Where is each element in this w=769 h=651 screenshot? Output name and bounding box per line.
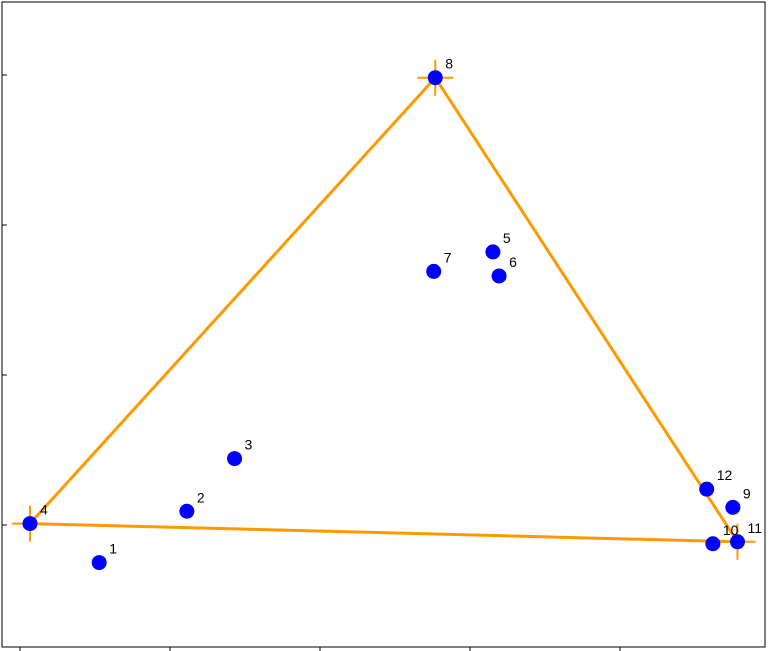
hull-outline	[28, 76, 739, 544]
point-label: 10	[723, 522, 739, 538]
y-axis-ticks	[2, 74, 7, 526]
data-point	[725, 499, 741, 515]
data-point	[227, 451, 243, 467]
point-label: 9	[743, 485, 751, 501]
data-point	[427, 70, 443, 86]
point-label: 6	[509, 254, 517, 270]
data-point	[491, 268, 507, 284]
data-points	[22, 70, 745, 571]
point-label: 11	[747, 520, 762, 536]
data-point	[426, 263, 442, 279]
data-point	[729, 534, 745, 550]
point-label: 1	[109, 541, 117, 557]
point-label: 4	[40, 502, 48, 518]
x-axis-ticks	[19, 647, 621, 651]
point-label: 2	[197, 489, 205, 505]
point-label: 5	[503, 230, 511, 246]
data-point	[485, 244, 501, 260]
point-label: 12	[717, 467, 733, 483]
point-label: 8	[445, 56, 453, 72]
data-point	[91, 555, 107, 571]
data-point	[699, 481, 715, 497]
point-label: 7	[444, 249, 452, 265]
data-point	[179, 503, 195, 519]
data-point	[22, 516, 38, 532]
convex-hull	[11, 59, 756, 560]
data-point	[705, 536, 721, 552]
point-label: 3	[245, 437, 253, 453]
